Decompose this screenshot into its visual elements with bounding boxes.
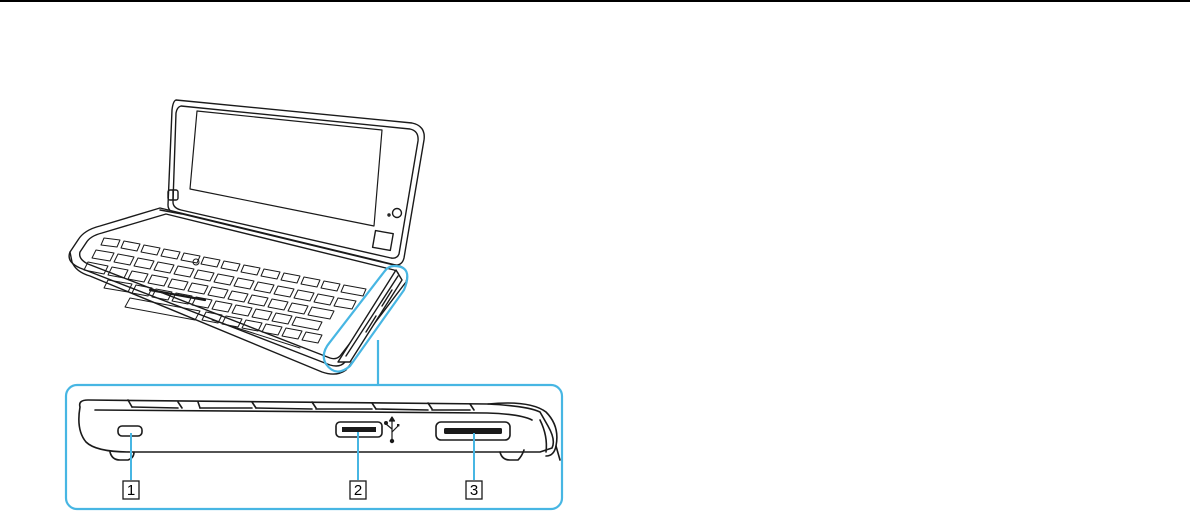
callout-3: 3	[466, 481, 482, 499]
laptop-illustration	[69, 100, 424, 374]
callout-1: 1	[123, 481, 139, 499]
callout-2: 2	[350, 481, 366, 499]
callout-3-label: 3	[470, 482, 478, 499]
callout-1-label: 1	[127, 482, 135, 499]
side-view	[79, 400, 560, 460]
callout-2-label: 2	[354, 482, 362, 499]
